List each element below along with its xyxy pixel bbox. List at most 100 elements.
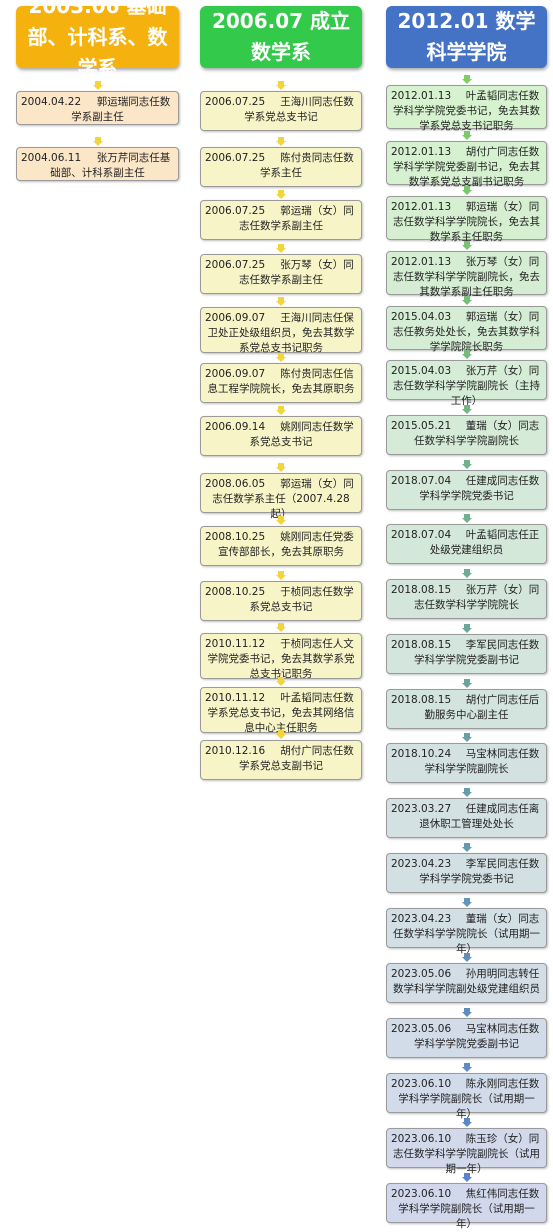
event-date: 2006.07.25 bbox=[205, 96, 266, 108]
event-card: 2006.09.07 陈付贵同志任信息工程学院院长，免去其原职务 bbox=[200, 363, 362, 403]
event-card: 2023.06.10 陈玉珍（女）同志任数学科学学院副院长（试用期一年） bbox=[386, 1128, 547, 1175]
event-text: 任建成同志任数学科学学院党委书记 bbox=[419, 475, 540, 502]
event-text: 张万芹同志任基础部、计科系副主任 bbox=[50, 152, 171, 179]
event-date: 2012.01.13 bbox=[391, 146, 452, 158]
column-title: 2006.07 成立数学系 bbox=[211, 9, 351, 64]
event-text: 郭运瑞同志任数学系副主任 bbox=[71, 96, 171, 123]
event-date: 2018.07.04 bbox=[391, 475, 452, 487]
event-text: 于桢同志任人文学院党委书记，免去其数学系党总支书记职务 bbox=[207, 638, 355, 680]
event-date: 2006.09.14 bbox=[205, 421, 266, 433]
column-title: 2003.06 基础部、计科系、数学系 bbox=[27, 0, 168, 80]
event-date: 2023.06.10 bbox=[391, 1188, 452, 1200]
event-date: 2023.06.10 bbox=[391, 1078, 452, 1090]
event-card: 2018.08.15 张万芹（女）同志任数学科学学院院长 bbox=[386, 579, 547, 619]
event-card: 2006.09.14 姚刚同志任数学系党总支书记 bbox=[200, 416, 362, 456]
event-card: 2018.10.24 马宝林同志任数学科学学院副院长 bbox=[386, 743, 547, 783]
event-card: 2006.07.25 陈付贵同志任数学系主任 bbox=[200, 147, 362, 187]
event-text: 陈玉珍（女）同志任数学科学学院副院长（试用期一年） bbox=[393, 1133, 540, 1175]
event-date: 2018.08.15 bbox=[391, 584, 452, 596]
event-date: 2015.04.03 bbox=[391, 365, 452, 377]
event-card: 2012.01.13 叶孟韬同志任数学科学学院党委书记，免去其数学系党总支书记职… bbox=[386, 85, 547, 132]
event-date: 2006.07.25 bbox=[205, 152, 266, 164]
event-text: 张万琴（女）同志任数学科学学院副院长，免去其数学系副主任职务 bbox=[393, 256, 540, 298]
column-header-1: 2003.06 基础部、计科系、数学系 bbox=[16, 0, 179, 80]
event-card: 2023.05.06 孙用明同志转任数学科学学院副处级党建组织员 bbox=[386, 963, 547, 1003]
event-text: 李军民同志任数学科学学院党委书记 bbox=[419, 858, 540, 885]
event-card: 2006.09.07 王海川同志任保卫处正处级组织员，免去其数学系党总支书记职务 bbox=[200, 307, 362, 354]
event-text: 王海川同志任保卫处正处级组织员，免去其数学系党总支书记职务 bbox=[207, 312, 355, 354]
event-date: 2023.04.23 bbox=[391, 913, 452, 925]
event-text: 张万芹（女）同志任数学科学学院副院长（主持工作） bbox=[393, 365, 540, 407]
event-date: 2010.12.16 bbox=[205, 745, 266, 757]
event-text: 郭运瑞（女）同志任数学科学学院院长，免去其数学系主任职务 bbox=[393, 201, 540, 243]
event-date: 2023.05.06 bbox=[391, 1023, 452, 1035]
event-text: 胡付广同志任数学系党总支副书记 bbox=[239, 745, 354, 772]
event-text: 马宝林同志任数学科学学院党委副书记 bbox=[414, 1023, 540, 1050]
event-card: 2015.05.21 董瑞（女）同志任数学科学学院副院长 bbox=[386, 415, 547, 455]
event-card: 2004.06.11 张万芹同志任基础部、计科系副主任 bbox=[16, 147, 179, 181]
event-date: 2023.05.06 bbox=[391, 968, 452, 980]
event-card: 2012.01.13 张万琴（女）同志任数学科学学院副院长，免去其数学系副主任职… bbox=[386, 251, 547, 298]
event-card: 2006.07.25 郭运瑞（女）同志任数学系副主任 bbox=[200, 200, 362, 240]
event-card: 2023.04.23 董瑞（女）同志任数学科学学院院长（试用期一年） bbox=[386, 908, 547, 955]
event-card: 2010.12.16 胡付广同志任数学系党总支副书记 bbox=[200, 740, 362, 780]
event-text: 陈永刚同志任数学科学学院副院长（试用期一年） bbox=[398, 1078, 540, 1120]
event-card: 2008.06.05 郭运瑞（女）同志任数学系主任（2007.4.28起） bbox=[200, 473, 362, 520]
event-text: 郭运瑞（女）同志任教务处处长，免去其数学科学学院院长职务 bbox=[393, 311, 540, 353]
event-text: 姚刚同志任数学系党总支书记 bbox=[249, 421, 354, 448]
event-card: 2010.11.12 于桢同志任人文学院党委书记，免去其数学系党总支书记职务 bbox=[200, 633, 362, 680]
event-card: 2004.04.22 郭运瑞同志任数学系副主任 bbox=[16, 91, 179, 125]
event-text: 董瑞（女）同志任数学科学学院院长（试用期一年） bbox=[393, 913, 540, 955]
event-card: 2008.10.25 姚刚同志任党委宣传部部长，免去其原职务 bbox=[200, 526, 362, 566]
event-card: 2012.01.13 胡付广同志任数学科学学院党委副书记，免去其数学系党总支副书… bbox=[386, 141, 547, 188]
event-text: 于桢同志任数学系党总支书记 bbox=[249, 586, 354, 613]
event-text: 董瑞（女）同志任数学科学学院副院长 bbox=[414, 420, 540, 447]
event-date: 2018.08.15 bbox=[391, 694, 452, 706]
event-text: 叶孟韬同志任数学科学学院党委书记，免去其数学系党总支书记职务 bbox=[393, 90, 540, 132]
event-text: 张万琴（女）同志任数学系副主任 bbox=[239, 259, 354, 286]
event-text: 张万芹（女）同志任数学科学学院院长 bbox=[414, 584, 540, 611]
event-date: 2010.11.12 bbox=[205, 692, 266, 704]
event-date: 2018.10.24 bbox=[391, 748, 452, 760]
event-card: 2006.07.25 王海川同志任数学系党总支书记 bbox=[200, 91, 362, 131]
event-text: 马宝林同志任数学科学学院副院长 bbox=[424, 748, 540, 775]
event-date: 2008.10.25 bbox=[205, 586, 266, 598]
event-text: 李军民同志任数学科学学院党委副书记 bbox=[414, 639, 540, 666]
event-text: 任建成同志任离退休职工管理处处长 bbox=[419, 803, 540, 830]
event-text: 姚刚同志任党委宣传部部长，免去其原职务 bbox=[218, 531, 354, 558]
event-date: 2023.03.27 bbox=[391, 803, 452, 815]
column-header-2: 2006.07 成立数学系 bbox=[200, 6, 362, 68]
column-header-3: 2012.01 数学科学学院 bbox=[386, 6, 547, 68]
event-card: 2015.04.03 郭运瑞（女）同志任教务处处长，免去其数学科学学院院长职务 bbox=[386, 306, 547, 353]
event-text: 胡付广同志任后勤服务中心副主任 bbox=[424, 694, 540, 721]
event-card: 2008.10.25 于桢同志任数学系党总支书记 bbox=[200, 581, 362, 621]
event-date: 2008.06.05 bbox=[205, 478, 266, 490]
event-text: 陈付贵同志任数学系主任 bbox=[260, 152, 354, 179]
event-date: 2006.07.25 bbox=[205, 205, 266, 217]
event-card: 2023.06.10 陈永刚同志任数学科学学院副院长（试用期一年） bbox=[386, 1073, 547, 1120]
event-card: 2018.08.15 胡付广同志任后勤服务中心副主任 bbox=[386, 689, 547, 729]
event-text: 郭运瑞（女）同志任数学系副主任 bbox=[239, 205, 354, 232]
event-card: 2018.08.15 李军民同志任数学科学学院党委副书记 bbox=[386, 634, 547, 674]
event-card: 2023.05.06 马宝林同志任数学科学学院党委副书记 bbox=[386, 1018, 547, 1058]
event-text: 叶孟韬同志任数学系党总支书记，免去其网络信息中心主任职务 bbox=[207, 692, 355, 734]
event-date: 2004.04.22 bbox=[21, 96, 82, 108]
event-text: 焦红伟同志任数学科学学院副院长（试用期一年） bbox=[398, 1188, 540, 1230]
event-card: 2010.11.12 叶孟韬同志任数学系党总支书记，免去其网络信息中心主任职务 bbox=[200, 687, 362, 734]
event-date: 2023.04.23 bbox=[391, 858, 452, 870]
event-text: 陈付贵同志任信息工程学院院长，免去其原职务 bbox=[207, 368, 355, 395]
event-date: 2012.01.13 bbox=[391, 256, 452, 268]
event-card: 2006.07.25 张万琴（女）同志任数学系副主任 bbox=[200, 254, 362, 294]
event-text: 郭运瑞（女）同志任数学系主任（2007.4.28起） bbox=[212, 478, 354, 520]
event-card: 2015.04.03 张万芹（女）同志任数学科学学院副院长（主持工作） bbox=[386, 360, 547, 407]
event-date: 2018.08.15 bbox=[391, 639, 452, 651]
event-date: 2004.06.11 bbox=[21, 152, 82, 164]
event-card: 2018.07.04 叶孟韬同志任正处级党建组织员 bbox=[386, 524, 547, 564]
event-date: 2006.09.07 bbox=[205, 368, 266, 380]
event-card: 2023.04.23 李军民同志任数学科学学院党委书记 bbox=[386, 853, 547, 893]
event-text: 胡付广同志任数学科学学院党委副书记，免去其数学系党总支副书记职务 bbox=[393, 146, 540, 188]
event-date: 2015.05.21 bbox=[391, 420, 452, 432]
column-title: 2012.01 数学科学学院 bbox=[397, 9, 536, 64]
event-date: 2018.07.04 bbox=[391, 529, 452, 541]
event-date: 2023.06.10 bbox=[391, 1133, 452, 1145]
